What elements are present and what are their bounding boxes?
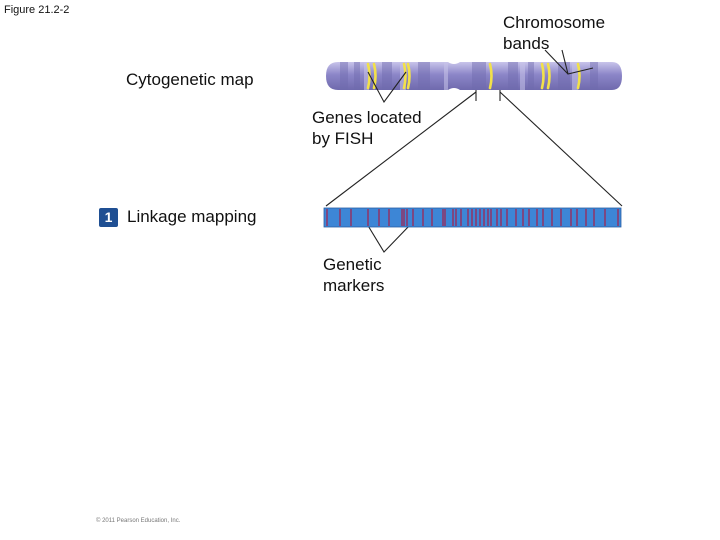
- step-number-badge: 1: [99, 208, 118, 227]
- chromosome-band: [340, 62, 348, 90]
- genetic-markers-pointer: [366, 223, 411, 253]
- genes-fish-label: Genes located by FISH: [312, 108, 422, 148]
- fish-signal: [546, 62, 551, 90]
- chromosome-band-light: [572, 62, 578, 90]
- chromosome-band: [418, 62, 430, 90]
- cytogenetic-map-label: Cytogenetic map: [126, 70, 254, 89]
- chromosome: [326, 62, 622, 90]
- chromosome-band-light: [520, 62, 525, 90]
- chromosome-band: [472, 62, 486, 90]
- fish-signal: [372, 62, 377, 90]
- fish-genes-pointer: [367, 71, 407, 104]
- genetic-marker-lines: [326, 209, 619, 226]
- chromosome-band-light: [444, 62, 448, 90]
- genetic-markers-label: Genetic markers: [323, 255, 385, 295]
- chromosome-bands-pointer: [544, 49, 569, 75]
- chromosome-band-light: [364, 62, 369, 90]
- linkage-mapping-label: Linkage mapping: [127, 207, 257, 226]
- fish-signal: [402, 62, 407, 90]
- fish-signal: [540, 62, 545, 90]
- fish-signal: [366, 62, 371, 90]
- connectors: [325, 49, 623, 253]
- chromosome-band: [508, 62, 518, 90]
- chromosome-band: [354, 62, 360, 90]
- fish-gene-signals: [366, 62, 581, 90]
- chromosome-bands-pointer: [561, 49, 594, 75]
- fish-signal: [488, 62, 493, 90]
- chromosome-bands: [340, 62, 598, 90]
- chromosome-band: [528, 62, 534, 90]
- chromosome-bands-label: Chromosome bands: [503, 13, 606, 53]
- copyright-notice: © 2011 Pearson Education, Inc.: [96, 518, 181, 524]
- figure-label: Figure 21.2-2: [4, 4, 70, 16]
- fish-signal: [576, 62, 581, 90]
- chromosome-band: [590, 62, 598, 90]
- zoom-line-right: [499, 91, 623, 207]
- linkage-map-bar: [323, 207, 622, 228]
- chromosome-band: [382, 62, 392, 90]
- fish-signal: [406, 62, 411, 90]
- zoom-line-left: [325, 91, 477, 207]
